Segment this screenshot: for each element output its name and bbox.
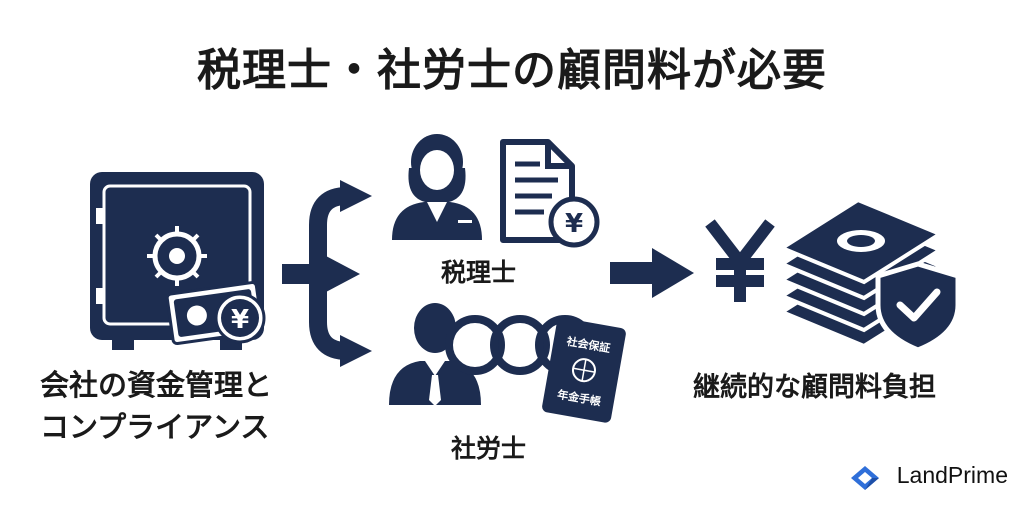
shield-check-icon [875, 261, 961, 353]
document-yen-text: ¥ [565, 209, 583, 239]
ongoing-fee-label: 継続的な顧問料負担 [693, 372, 936, 403]
brand-logo: LandPrime [897, 462, 1008, 489]
landprime-logo-icon [851, 466, 879, 490]
tax-accountant-icon [392, 134, 482, 240]
labor-consultant-label: 社労士 [451, 434, 527, 463]
page-title: 税理士・社労士の顧問料が必要 [197, 45, 827, 96]
company-finance-label-line2: コンプライアンス [40, 410, 270, 444]
yen-sign-icon [705, 219, 775, 302]
company-finance-label-line1: 会社の資金管理と [40, 368, 273, 402]
tax-accountant-label: 税理士 [441, 258, 517, 287]
brand-name: LandPrime [896, 462, 1008, 488]
branch-arrow [282, 180, 372, 367]
cash-yen-text: ¥ [231, 305, 249, 335]
cash-icon: ¥ [165, 281, 266, 346]
right-arrow [610, 248, 694, 298]
pension-book-icon: 社会保証 年金手帳 [542, 317, 626, 423]
company-finance-label: 会社の資金管理と コンプライアンス [40, 364, 272, 448]
document-yen-icon: ¥ [500, 139, 600, 248]
